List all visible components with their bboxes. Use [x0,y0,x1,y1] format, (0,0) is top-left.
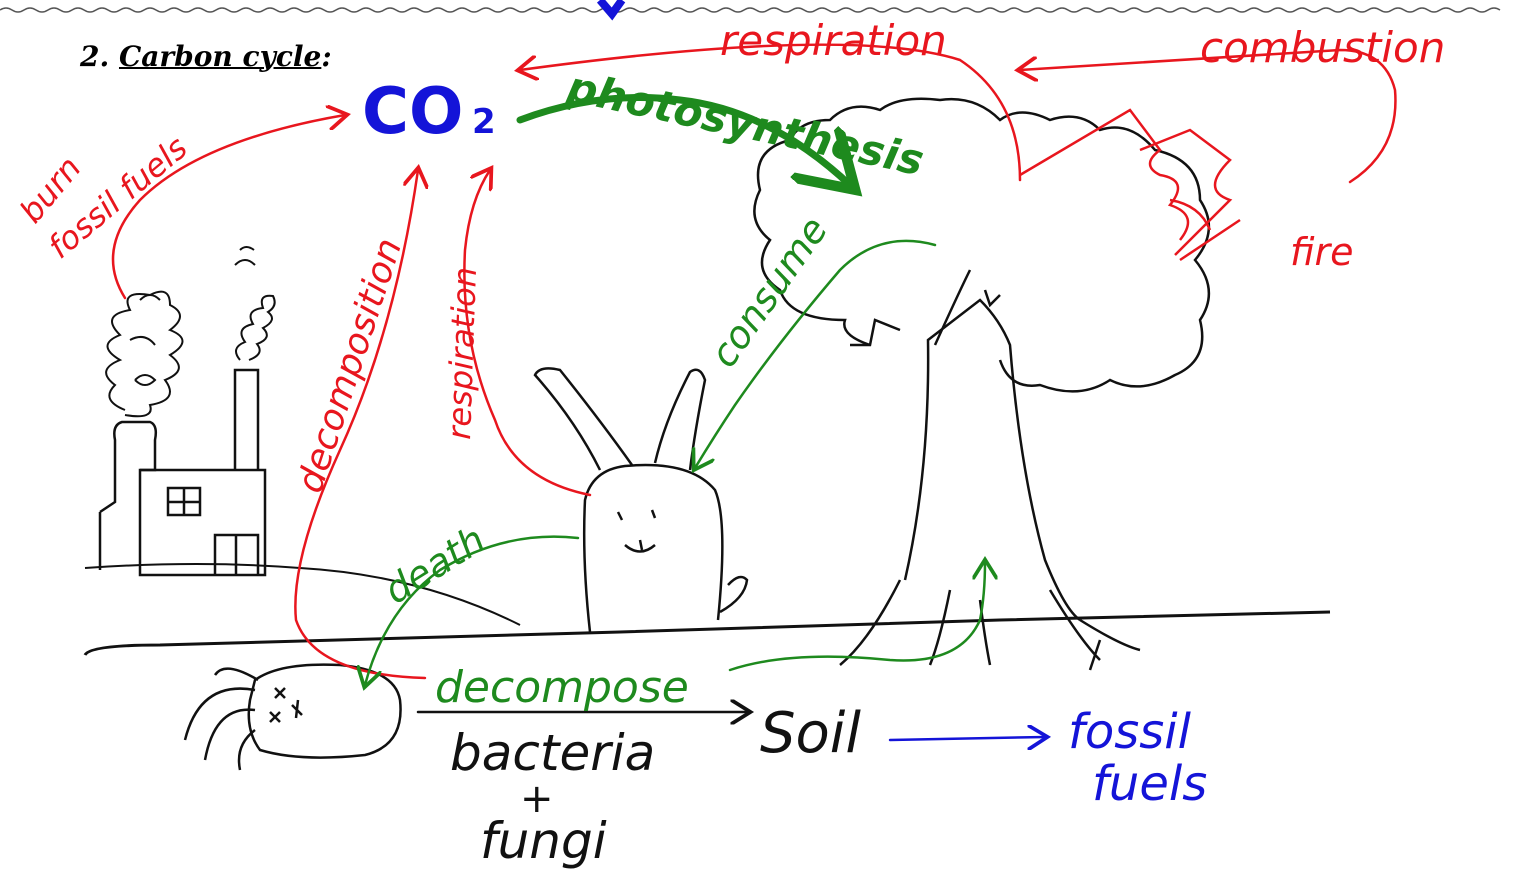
ground-line [83,610,1331,656]
top-divider [0,7,1501,13]
factory [98,368,267,577]
soil-to-fossil-arrow [888,737,1045,740]
combustion-arrow [1020,48,1397,184]
co2-subscript: 2 [472,102,496,142]
label-death: death [376,517,492,612]
co2-label: CO [362,75,463,149]
label-soil: Soil [760,701,861,766]
rabbit [533,367,749,633]
dead-animal [183,663,402,771]
label-fuels: fuels [1092,756,1207,812]
label-bacteria: bacteria [450,724,655,782]
factory-smoke [105,246,276,418]
label-photosynthesis: photosynthesis [562,62,928,186]
respiration-top-arrow [520,43,1022,182]
label-decompose: decompose [435,662,689,713]
soil-to-tree-arrow [728,562,985,672]
label-respiration-rabbit: respiration [440,266,484,440]
death-arrow [365,535,580,685]
burn-fossil-fuels-arrow [111,115,345,300]
tree [753,97,1211,671]
label-plus: + [520,776,554,822]
decomposition-arrow [294,170,425,680]
label-respiration-top: respiration [720,16,947,65]
heading-number: 2. [80,40,110,73]
label-consume: consume [701,209,836,376]
blue-mark-top [596,0,626,21]
label-fossil: fossil [1068,704,1192,760]
heading-suffix: : [321,40,332,73]
respiration-rabbit-arrow [463,170,592,497]
consume-arrow [695,239,937,468]
photosynthesis-arrow [516,94,850,186]
heading-title: Carbon cycle [118,40,322,73]
label-combustion: combustion [1200,23,1445,72]
label-fire: fire [1290,230,1354,274]
fire-flames [1019,108,1241,262]
label-decomposition: decomposition [290,234,411,498]
page-title: 2. Carbon cycle: [80,40,332,73]
label-fungi: fungi [480,812,607,869]
